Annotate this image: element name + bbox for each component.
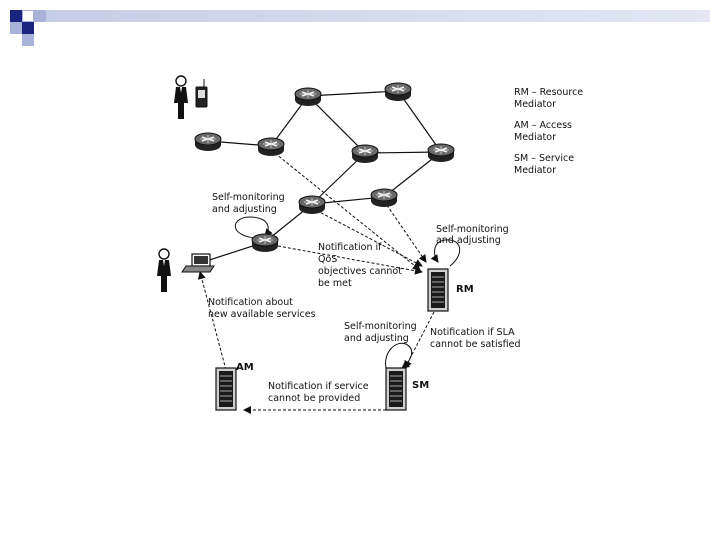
laptop-icon: [181, 253, 215, 273]
am-label: AM: [236, 362, 254, 373]
network-links: [196, 90, 442, 265]
router-icon: [294, 87, 322, 107]
notification-qos-label: Notification if: [318, 242, 382, 253]
corner-square: [22, 22, 34, 34]
self-monitoring-label: Self-monitoring: [436, 224, 509, 235]
monitor-link: [311, 207, 423, 267]
am-server: AM: [215, 362, 254, 411]
notification-arrows: [197, 149, 435, 414]
notification-service-label: cannot be provided: [268, 393, 360, 404]
notification-qos-label: be met: [318, 278, 352, 289]
notification-qos-label: QoS: [318, 254, 337, 265]
routers: [194, 82, 455, 253]
user-laptop: [156, 248, 215, 293]
legend-am: AM – Access: [514, 120, 572, 131]
server-icon: [385, 367, 407, 411]
router-icon: [298, 195, 326, 215]
self-monitoring-label: and adjusting: [344, 333, 409, 344]
link: [307, 90, 399, 97]
link: [397, 90, 442, 153]
legend: RM – Resource Mediator AM – Access Media…: [514, 87, 583, 176]
router-icon: [370, 188, 398, 208]
corner-square: [10, 10, 22, 22]
header-bar: [46, 10, 710, 22]
self-monitoring-label: and adjusting: [212, 204, 277, 215]
legend-sm: SM – Service: [514, 153, 574, 164]
person-icon: [156, 248, 172, 293]
mobile-phone-icon: [195, 79, 208, 108]
router-icon: [257, 137, 285, 157]
sm-server: SM: [385, 367, 429, 411]
notification-new-services-label: new available services: [208, 309, 316, 320]
router-icon: [427, 143, 455, 163]
notification-qos-label: objectives cannot: [318, 266, 402, 277]
self-monitoring-label: and adjusting: [436, 235, 501, 246]
corner-square: [22, 34, 34, 46]
notification-new-services-label: Notification about: [208, 297, 293, 308]
person-icon: [173, 75, 189, 120]
notification-service-label: Notification if service: [268, 381, 369, 392]
notification-sla-label: cannot be satisfied: [430, 339, 520, 350]
server-icon: [427, 268, 449, 312]
legend-rm: RM – Resource: [514, 87, 583, 98]
corner-square: [10, 22, 22, 34]
notification-sla-label: Notification if SLA: [430, 327, 515, 338]
monitor-link: [270, 149, 421, 271]
router-icon: [351, 144, 379, 164]
qos-arrow: [277, 245, 423, 275]
annotations: Self-monitoring and adjusting Self-monit…: [208, 192, 520, 404]
legend-rm: Mediator: [514, 99, 556, 110]
self-loops: [234, 216, 460, 369]
self-loop-sm: [385, 342, 413, 369]
router-icon: [384, 82, 412, 102]
legend-am: Mediator: [514, 132, 556, 143]
link: [311, 152, 366, 205]
sm-label: SM: [412, 380, 429, 391]
legend-sm: Mediator: [514, 165, 556, 176]
user-top: [173, 75, 208, 120]
monitor-link: [383, 200, 427, 263]
self-loop-rm: [430, 239, 460, 267]
rm-server: RM: [427, 268, 474, 312]
corner-square: [22, 10, 34, 22]
corner-square: [34, 10, 46, 22]
router-icon: [251, 233, 279, 253]
server-icon: [215, 367, 237, 411]
router-icon: [194, 132, 222, 152]
self-loop-router: [234, 216, 273, 239]
self-monitoring-label: Self-monitoring: [344, 321, 417, 332]
new-services-arrow: [197, 271, 227, 371]
rm-label: RM: [456, 284, 474, 295]
link: [307, 95, 366, 154]
self-monitoring-label: Self-monitoring: [212, 192, 285, 203]
